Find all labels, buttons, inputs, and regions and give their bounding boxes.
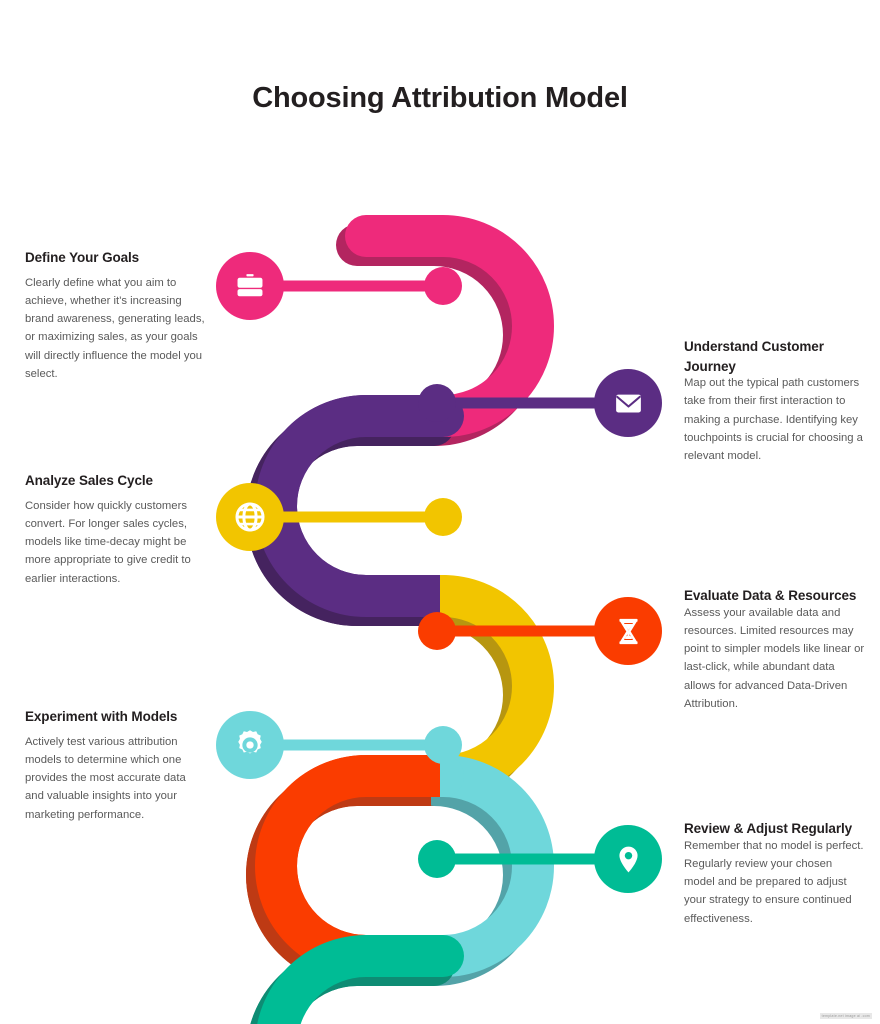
step-heading-5: Experiment with Models: [25, 709, 178, 724]
step-text-block-5: Experiment with Models Actively test var…: [25, 707, 207, 824]
step-heading-2: Understand Customer Journey: [684, 339, 824, 374]
step-body-6: Remember that no model is perfect. Regul…: [684, 839, 864, 925]
step-body-4: Assess your available data and resources…: [684, 606, 865, 711]
step-heading-3: Analyze Sales Cycle: [25, 473, 153, 488]
step-icon-envelope[interactable]: [594, 369, 662, 437]
shadow-seg-3: [336, 584, 545, 806]
page-title: Choosing Attribution Model: [252, 82, 628, 114]
step-icon-hourglass[interactable]: [594, 597, 662, 665]
path-segment-orange: [255, 755, 464, 977]
hourglass-icon: [618, 618, 638, 644]
step-body-3: Consider how quickly customers convert. …: [25, 499, 191, 585]
step-icon-briefcase[interactable]: [216, 252, 284, 320]
step-text-block-6: Review & Adjust Regularly Remember that …: [684, 819, 866, 928]
gear-icon: [238, 730, 262, 754]
step-text-block-2: Understand Customer Journey Map out the …: [684, 337, 866, 466]
path-segment-green: [257, 935, 464, 1024]
path-segment-pink: [345, 215, 554, 437]
path-segment-yellow: [345, 575, 554, 797]
location-pin-icon: [618, 846, 638, 872]
path-segment-teal: [422, 755, 554, 977]
envelope-icon: [615, 394, 641, 412]
step-heading-6: Review & Adjust Regularly: [684, 821, 853, 836]
shadow-seg-4: [246, 764, 455, 986]
path-segment-purple: [255, 395, 464, 617]
step-heading-4: Evaluate Data & Resources: [684, 588, 857, 603]
step-text-block-1: Define Your Goals Clearly define what yo…: [25, 248, 207, 383]
step-text-block-3: Analyze Sales Cycle Consider how quickly…: [25, 471, 207, 588]
connector-node-6: [418, 840, 456, 878]
briefcase-icon: [237, 274, 263, 297]
step-body-2: Map out the typical path customers take …: [684, 377, 863, 463]
connector-node-5: [424, 726, 462, 764]
shadow-seg-2: [246, 404, 455, 626]
step-text-block-4: Evaluate Data & Resources Assess your av…: [684, 586, 866, 713]
shadow-seg-1: [336, 224, 545, 446]
connector-node-2: [418, 384, 456, 422]
step-heading-1: Define Your Goals: [25, 250, 140, 265]
shadow-seg-5: [413, 764, 545, 986]
connector-node-1: [424, 267, 462, 305]
step-icon-location-pin[interactable]: [594, 825, 662, 893]
watermark: template.net image ai .com: [819, 1013, 872, 1019]
step-icon-globe[interactable]: [216, 483, 284, 551]
globe-icon: [235, 502, 265, 532]
step-body-5: Actively test various attribution models…: [25, 735, 186, 821]
step-body-1: Clearly define what you aim to achieve, …: [25, 276, 205, 381]
connector-node-3: [424, 498, 462, 536]
connector-node-4: [418, 612, 456, 650]
shadow-seg-6: [250, 944, 455, 1024]
step-icon-gear[interactable]: [216, 711, 284, 779]
